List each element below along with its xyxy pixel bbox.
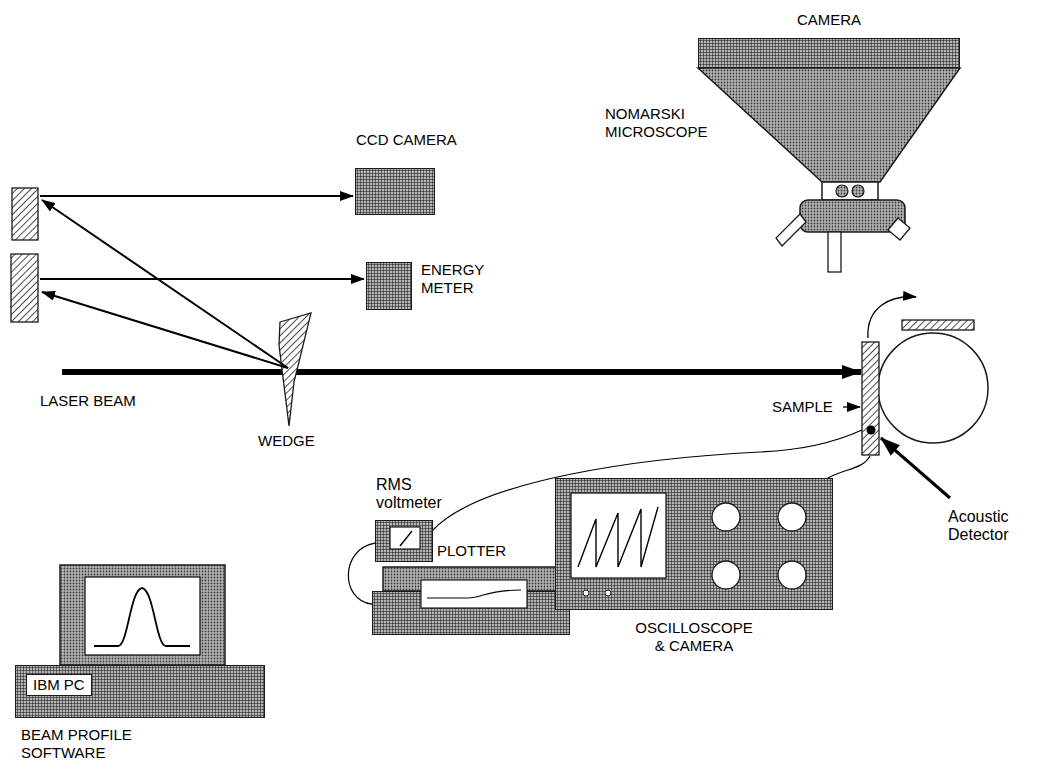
scope-knob xyxy=(778,503,806,531)
microscope-body xyxy=(800,200,905,232)
device-label: PLOTTER xyxy=(437,542,506,560)
meter-needle xyxy=(400,531,412,546)
device-label: IBM PC xyxy=(26,674,92,696)
device-label: RMS voltmeter xyxy=(376,476,442,512)
device-label: OSCILLOSCOPE & CAMERA xyxy=(635,619,753,655)
scope-screen xyxy=(571,493,666,578)
pc-base: IBM PCBEAM PROFILE SOFTWARE xyxy=(15,665,265,718)
sawtooth-trace xyxy=(578,507,658,567)
pc-monitor xyxy=(60,565,225,665)
laser-beam xyxy=(62,369,861,375)
software-label: BEAM PROFILE SOFTWARE xyxy=(21,726,151,762)
meter-window xyxy=(390,527,420,549)
microscope-knob xyxy=(852,185,864,197)
reflected-beam xyxy=(40,278,364,280)
plot-paper xyxy=(421,580,527,608)
scope-knob xyxy=(778,561,806,589)
acoustic-detector xyxy=(867,426,876,435)
scope-jack xyxy=(583,590,589,596)
part-label: Acoustic Detector xyxy=(948,508,1008,544)
beam-label: LASER BEAM xyxy=(40,392,136,410)
microscope-head xyxy=(822,182,878,200)
part-label: SAMPLE xyxy=(772,398,833,416)
device-label: CAMERA xyxy=(699,11,959,29)
mirror xyxy=(11,254,38,322)
scope-jack xyxy=(605,590,611,596)
reflected-beam xyxy=(42,292,288,368)
oscilloscope-box: OSCILLOSCOPE & CAMERA xyxy=(555,478,833,610)
stage-bar xyxy=(902,320,974,330)
scope-knob xyxy=(712,561,740,589)
microscope-objective xyxy=(828,232,841,272)
beam-profile-curve xyxy=(94,588,190,646)
reflected-beam xyxy=(42,200,288,368)
detector-pointer xyxy=(881,438,950,498)
oscilloscope-face xyxy=(556,479,834,611)
device-label: CCD CAMERA xyxy=(356,131,457,149)
microscope-objective xyxy=(888,218,910,240)
microscope-knob xyxy=(836,185,848,197)
scope-knob xyxy=(712,503,740,531)
rotation-stage xyxy=(878,333,988,443)
device-label: ENERGY METER xyxy=(421,261,484,297)
wedge xyxy=(279,313,311,426)
mirror xyxy=(12,188,38,240)
instrument-label: NOMARSKI MICROSCOPE xyxy=(605,105,708,141)
reflected-beam xyxy=(40,195,353,197)
pc-screen xyxy=(85,577,200,655)
ccd-camera-box: CCD CAMERA xyxy=(355,168,435,215)
microscope-cone xyxy=(698,68,960,182)
microscope-objective xyxy=(776,214,806,246)
sample-plate xyxy=(862,342,879,455)
signal-wire xyxy=(348,543,375,604)
rotation-arrow xyxy=(868,297,916,338)
meter-face xyxy=(376,521,434,563)
voltmeter-box: RMS voltmeter xyxy=(375,520,433,562)
sample-pointer xyxy=(843,406,860,407)
plot-trace xyxy=(427,590,521,598)
signal-wire xyxy=(826,456,870,479)
camera-box: CAMERA xyxy=(698,38,960,68)
energy-meter-box: ENERGY METER xyxy=(366,262,412,310)
optic-label: WEDGE xyxy=(258,432,315,450)
plotter-base: PLOTTER xyxy=(372,591,570,635)
plotter-paper xyxy=(373,592,571,636)
